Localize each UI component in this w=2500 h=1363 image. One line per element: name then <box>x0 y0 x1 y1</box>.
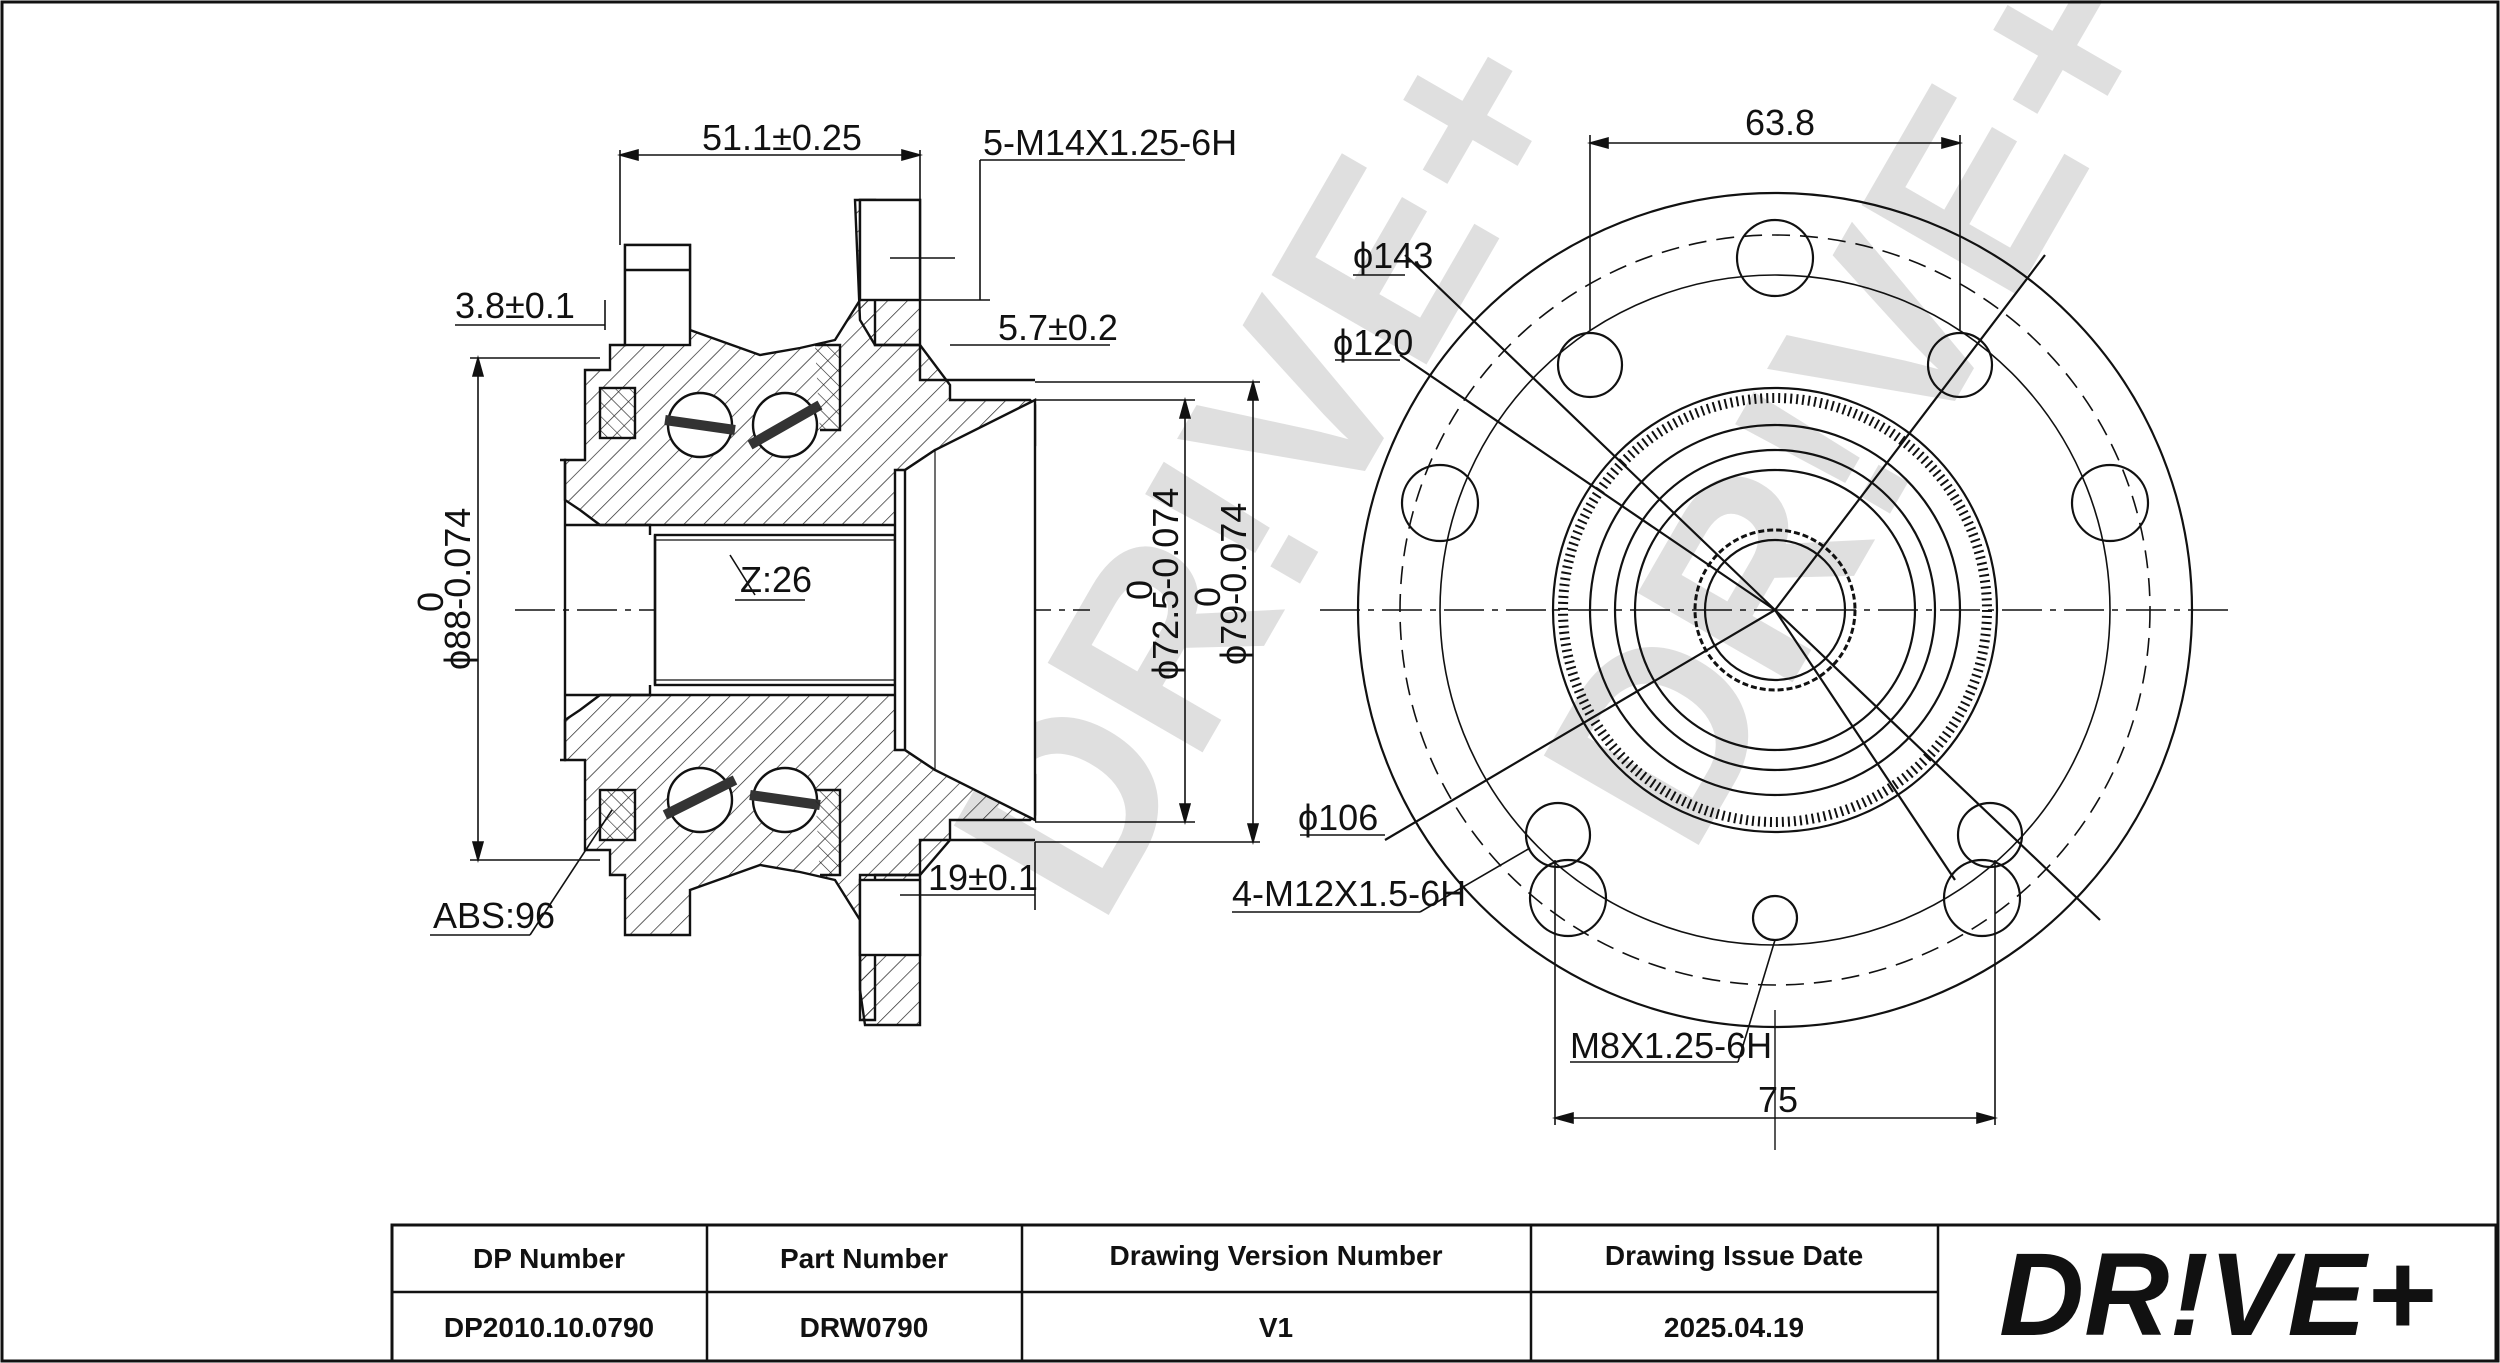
dim-top-width: 63.8 <box>1745 102 1815 143</box>
stud-hole-bottom-right <box>1942 858 2022 938</box>
side-dimensions <box>430 148 1260 936</box>
dim-outer-diameter-upper: 0 <box>410 592 451 612</box>
tone-ring-outer <box>1551 386 1999 834</box>
hub-bore-outer <box>1613 448 1937 772</box>
header-part-number: Part Number <box>780 1243 948 1274</box>
dim-mount-thread: 4-M12X1.5-6H <box>1232 873 1466 914</box>
dim-pcd-106: ϕ106 <box>1298 797 1378 838</box>
flange-outer <box>1356 191 2194 1029</box>
flange-face-lower <box>918 838 1035 875</box>
dim-pcd-143: ϕ143 <box>1353 235 1433 276</box>
mount-hole-bottom-left <box>1524 801 1592 869</box>
title-block: DP Number Part Number Drawing Version Nu… <box>390 1223 2498 1363</box>
dim-flange-offset: 5.7±0.2 <box>998 307 1118 348</box>
spline-outer <box>1693 528 1857 692</box>
side-view <box>515 198 1090 1027</box>
dim-abs: ABS:96 <box>433 895 555 936</box>
value-drawing-version: V1 <box>1259 1312 1293 1343</box>
front-dimension-labels: 63.8 ϕ143 ϕ120 ϕ106 4-M12X1.5-6H M8X1.25… <box>1232 102 1815 1120</box>
header-issue-date: Drawing Issue Date <box>1605 1240 1863 1271</box>
bottom-flange-bolt <box>858 878 922 957</box>
flange-inner-ring <box>1439 274 2111 946</box>
stud-hole-left <box>1400 463 1480 543</box>
spline-inner <box>1703 538 1847 682</box>
dim-thread-bolts: 5-M14X1.25-6H <box>983 122 1237 163</box>
flange-pcd-dashed <box>1399 234 2151 986</box>
dim-bolt-depth: 19±0.1 <box>928 857 1038 898</box>
lower-seal <box>598 788 637 842</box>
upper-abs-ring <box>815 343 842 432</box>
dim-width: 51.1±0.25 <box>702 117 862 158</box>
stud-hole-top <box>1735 218 1815 298</box>
tone-ring-inner <box>1588 423 1962 797</box>
mount-hole-bottom-right <box>1956 801 2024 869</box>
flange-face-upper <box>918 345 1035 382</box>
dim-outer-diameter: ϕ88-0.074 <box>437 508 478 670</box>
front-view <box>1320 191 2230 1150</box>
value-dp-number: DP2010.10.0790 <box>444 1312 654 1343</box>
hub-bore-inner <box>1633 468 1917 752</box>
bore-left-opening <box>565 523 652 697</box>
header-dp-number: DP Number <box>473 1243 625 1274</box>
lower-abs-ring <box>815 788 842 877</box>
dim-pilot-diameter-upper: 0 <box>1119 580 1160 600</box>
value-part-number: DRW0790 <box>800 1312 929 1343</box>
small-thread-hole <box>1751 894 1799 942</box>
value-issue-date: 2025.04.19 <box>1664 1312 1804 1343</box>
dim-pilot-diameter: ϕ72.5-0.074 <box>1145 488 1186 680</box>
upper-seal <box>598 386 637 440</box>
drive-logo: DR!VE+ <box>1999 1229 2435 1361</box>
tone-ring-teeth <box>1558 393 1992 827</box>
dim-seal-offset: 3.8±0.1 <box>455 285 575 326</box>
stud-hole-bottom-left <box>1528 858 1608 938</box>
side-dimension-labels: 51.1±0.25 5-M14X1.25-6H 3.8±0.1 5.7±0.2 … <box>410 117 1254 936</box>
dim-center-diameter-upper: 0 <box>1187 587 1228 607</box>
top-flange-bolt <box>858 198 922 302</box>
top-stud <box>623 243 692 347</box>
spline-bore <box>653 533 897 687</box>
pilot <box>893 398 1037 822</box>
mount-hole-top-right <box>1926 331 1994 399</box>
dim-bottom-width: 75 <box>1758 1079 1798 1120</box>
dim-center-diameter: ϕ79-0.074 <box>1213 503 1254 665</box>
lower-bearing <box>662 766 821 834</box>
dim-spline: Z:26 <box>740 559 812 600</box>
front-dimensions <box>1232 135 1998 1125</box>
dim-small-thread: M8X1.25-6H <box>1570 1025 1772 1066</box>
mount-hole-top-left <box>1556 331 1624 399</box>
dim-pcd-120: ϕ120 <box>1333 322 1413 363</box>
upper-bearing <box>664 391 823 459</box>
stud-hole-right <box>2070 463 2150 543</box>
header-drawing-version: Drawing Version Number <box>1110 1240 1443 1271</box>
